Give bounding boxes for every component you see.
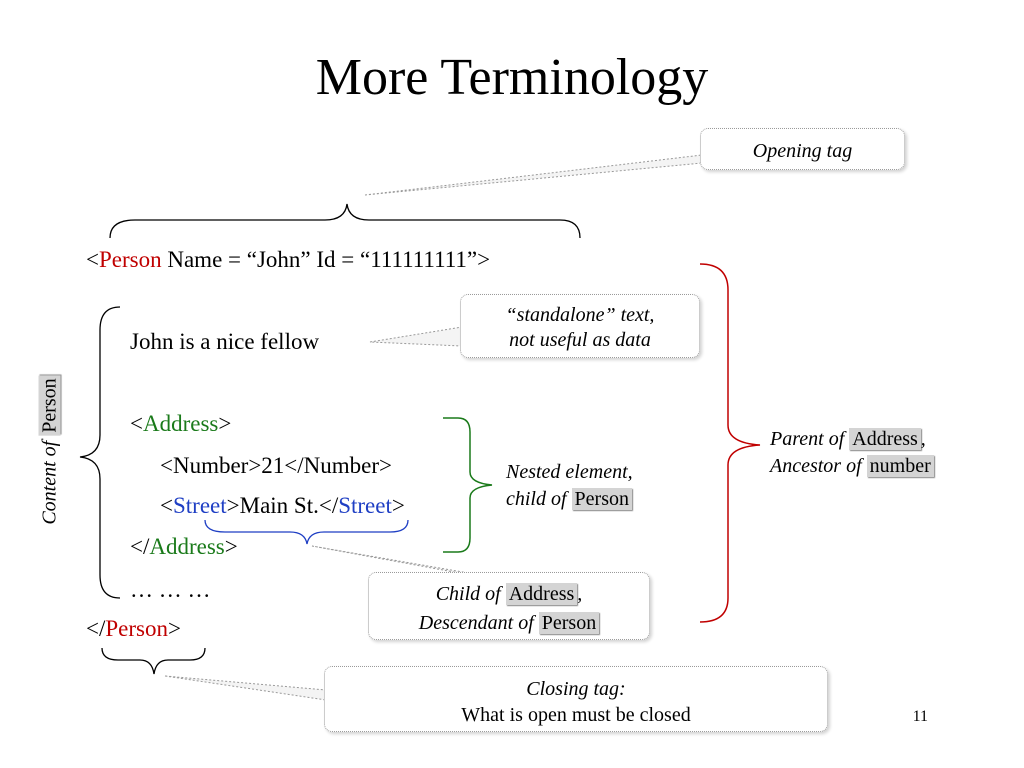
street-line: <Street>Main St.</Street> (160, 492, 405, 520)
child-suffix: , (577, 583, 583, 605)
parent-brace (699, 263, 761, 623)
ancestor-prefix: Ancestor of (770, 455, 867, 477)
nested-chip-person: Person (571, 488, 632, 510)
parent-suffix: , (920, 428, 926, 450)
street-content: >Main St.</ (226, 493, 339, 518)
standalone-line-1: “standalone” text, (505, 304, 655, 326)
opening-tag-callout: Opening tag (700, 128, 905, 170)
parent-chip-address: Address (849, 428, 921, 450)
closing-tag-brace (101, 647, 206, 675)
content-brace (79, 306, 121, 599)
street-tag-name: Street (172, 493, 227, 518)
parent-prefix: Parent of (770, 428, 850, 450)
close-gt: > (168, 616, 181, 641)
standalone-text-line: John is a nice fellow (130, 329, 320, 354)
child-descendant-callout: Child of Address, Descendant of Person (368, 572, 650, 640)
open-lt: < (86, 247, 99, 272)
standalone-line-2: not useful as data (509, 329, 651, 351)
descendant-prefix: Descendant of (418, 612, 539, 634)
nested-element-line-2: child of Person (506, 487, 632, 511)
open-tag-name: Person (98, 247, 162, 272)
addr-lt: < (130, 411, 143, 436)
ancestor-chip-number: number (866, 455, 934, 477)
standalone-callout: “standalone” text, not useful as data (460, 294, 700, 358)
nested-prefix: child of (506, 488, 572, 510)
closing-tag-explanation: What is open must be closed (461, 704, 691, 726)
nested-element-line-1: Nested element, (506, 461, 633, 483)
child-of-line: Child of Address, (369, 582, 649, 606)
content-of-prefix: Content of (38, 435, 61, 525)
close-lt: </ (86, 616, 106, 641)
descendant-chip-person: Person (538, 612, 600, 634)
addr-gt: > (218, 411, 232, 436)
descendant-of-line: Descendant of Person (369, 611, 649, 635)
number-line: <Number>21</Number> (160, 453, 393, 478)
ancestor-of-line: Ancestor of number (770, 454, 934, 478)
closing-tag-callout: Closing tag: What is open must be closed (324, 666, 828, 732)
street-gt: > (391, 493, 405, 518)
addr-close-gt: > (224, 534, 238, 559)
street-tag-close-name: Street (338, 493, 392, 518)
closing-tag-line: </Person> (86, 615, 181, 643)
ellipsis-line: … … … (130, 577, 211, 602)
slide-title: More Terminology (315, 49, 709, 106)
content-of-chip-person: Person (38, 375, 61, 436)
child-chip-address: Address (505, 583, 578, 605)
open-tag-attributes: Name = “John” Id = “111111111”> (161, 247, 491, 272)
opening-tag-label: Opening tag (752, 140, 853, 162)
content-of-person-label: Content of Person (38, 375, 62, 525)
address-close-line: </Address> (130, 533, 238, 561)
address-open-line: <Address> (130, 410, 231, 438)
addr-tag-name: Address (142, 411, 219, 436)
opening-tag-line: <Person Name = “John” Id = “111111111”> (86, 246, 490, 274)
street-brace (204, 519, 409, 545)
street-lt: < (160, 493, 173, 518)
address-bracket (443, 417, 493, 553)
child-prefix: Child of (435, 583, 506, 605)
child-leader (311, 545, 481, 576)
closing-tag-label: Closing tag: (526, 678, 626, 700)
close-tag-name: Person (105, 616, 168, 641)
addr-close-lt: </ (130, 534, 150, 559)
closing-leader (164, 675, 327, 701)
opening-tag-brace (109, 203, 581, 239)
addr-close-tag-name: Address (149, 534, 225, 559)
standalone-leader (369, 326, 463, 347)
page-number: 11 (912, 708, 928, 725)
opening-tag-leader (364, 154, 703, 196)
parent-of-line: Parent of Address, (770, 427, 926, 451)
